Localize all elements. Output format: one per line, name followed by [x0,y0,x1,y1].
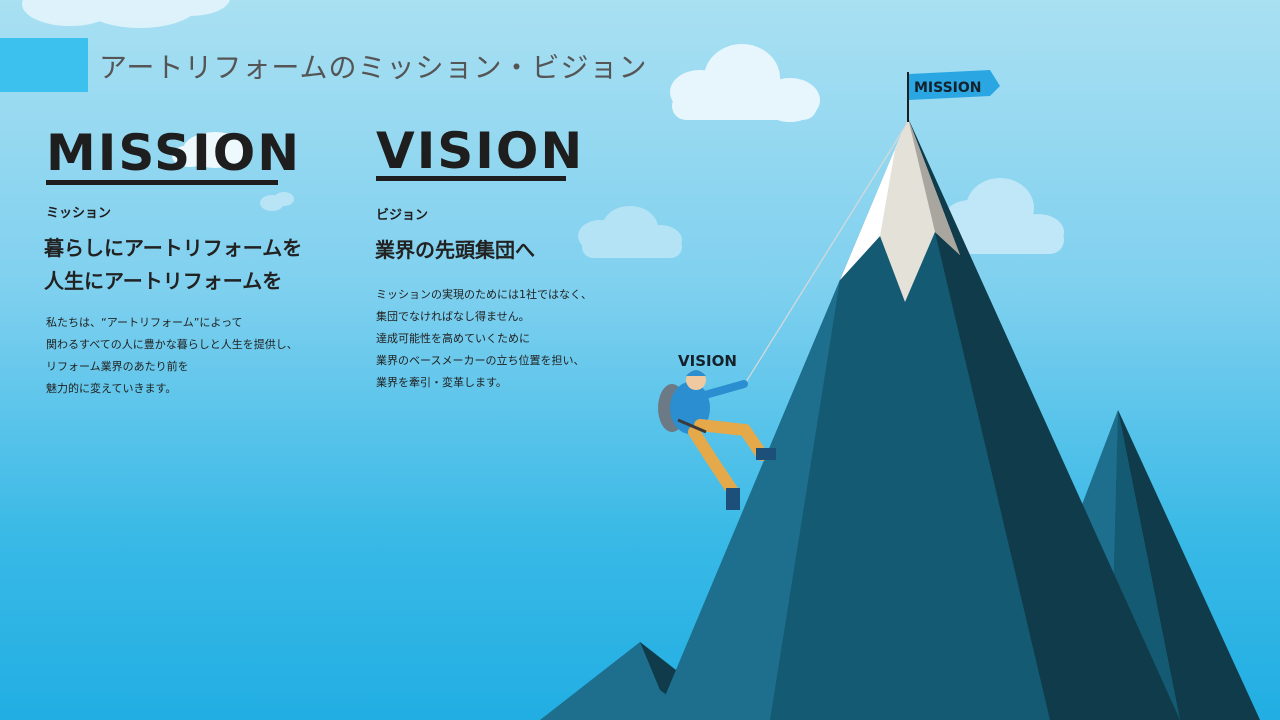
vision-body-line: 業界のベースメーカーの立ち位置を担い、 [376,354,585,367]
climber-label: VISION [678,352,737,370]
vision-kana: ビジョン [376,208,429,223]
mission-flag: MISSION [907,70,1000,122]
vision-body-line: 集団でなければなし得ません。 [376,310,530,323]
cloud-behind-logo [172,132,247,168]
mission-body-line: 魅力的に変えていきます。 [46,382,177,395]
mission-body-line: 関わるすべての人に豊かな暮らしと人生を提供し、 [46,338,298,351]
page-title: アートリフォームのミッション・ビジョン [99,51,648,84]
vision-body-line: 業界を牽引・変革します。 [376,376,507,389]
vision-body-line: ミッションの実現のためには1社ではなく、 [376,288,592,301]
mission-logo-underline [46,180,278,185]
main-mountain [655,118,1180,720]
cloud-top-left [22,0,230,28]
vision-logo: VISION [376,122,585,180]
cloud-upper [670,44,820,122]
mission-body-line: 私たちは、“アートリフォーム”によって [46,316,243,329]
title-accent-bar [0,38,88,92]
mission-kana: ミッション [46,206,112,221]
mission-heading-line: 暮らしにアートリフォームを [44,236,303,260]
mission-heading-line: 人生にアートリフォームを [44,269,283,293]
climber-figure: VISION [658,352,776,510]
mission-heading: 暮らしにアートリフォームを 人生にアートリフォームを [44,232,302,298]
vision-logo-underline [376,176,566,181]
flag-label: MISSION [914,80,982,96]
mission-logo: MISSION [46,124,302,182]
cloud-small [260,192,294,211]
mission-body-line: リフォーム業界のあたり前を [46,360,189,373]
vision-body-line: 達成可能性を高めていくために [376,332,530,345]
mission-body: 私たちは、“アートリフォーム”によって 関わるすべての人に豊かな暮らしと人生を提… [46,312,298,400]
cloud-middle [578,206,682,258]
vision-heading: 業界の先頭集団へ [375,234,535,267]
vision-heading-line: 業界の先頭集団へ [375,238,535,262]
vision-body: ミッションの実現のためには1社ではなく、 集団でなければなし得ません。 達成可能… [376,284,592,394]
